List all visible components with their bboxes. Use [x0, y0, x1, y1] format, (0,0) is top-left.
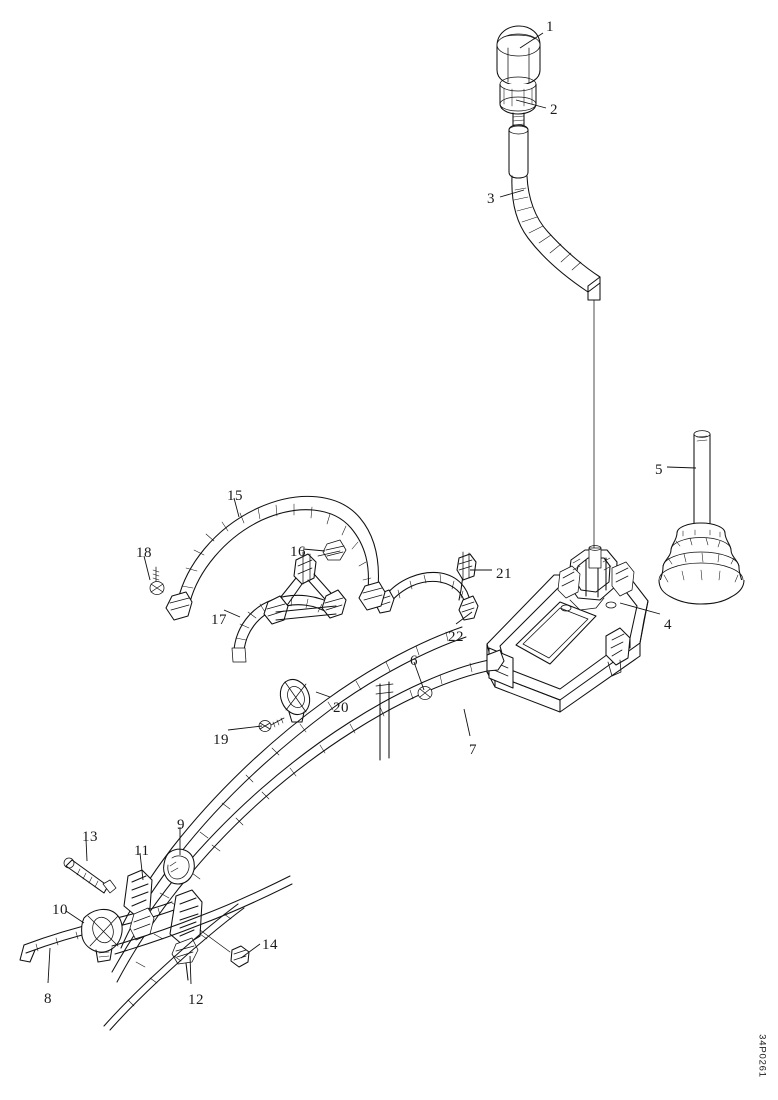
- leader-line-2: [515, 99, 547, 109]
- callout-number-8: 8: [44, 991, 52, 1007]
- leader-line-1: [519, 32, 544, 49]
- part-transmission-linkage-cluster: [19, 848, 293, 1031]
- leader-line-20: [315, 691, 331, 698]
- leader-line-8: [47, 947, 51, 984]
- callout-number-14: 14: [262, 937, 278, 953]
- leader-line-16: [302, 548, 326, 552]
- part-bolt-18-left: [149, 566, 165, 595]
- callout-number-1: 1: [546, 19, 554, 35]
- shift-mechanism-cluster: [557, 545, 635, 612]
- leader-line-5: [666, 466, 697, 469]
- callout-number-3: 3: [487, 191, 495, 207]
- leader-line-14: [240, 943, 261, 959]
- callout-number-15: 15: [227, 488, 243, 504]
- leader-line-6: [413, 661, 425, 691]
- part-grommet-20: [279, 678, 311, 723]
- leader-line-22: [455, 611, 473, 625]
- drawing-code: 34P0261: [756, 1026, 768, 1086]
- leader-line-15: [233, 497, 240, 518]
- callout-number-19: 19: [213, 732, 229, 748]
- callout-number-18: 18: [136, 545, 152, 561]
- callout-number-10: 10: [52, 902, 68, 918]
- leader-line-18: [143, 555, 151, 581]
- callout-number-20: 20: [333, 700, 349, 716]
- callout-number-16: 16: [290, 544, 306, 560]
- part-shift-boot: [658, 430, 745, 605]
- callout-number-11: 11: [134, 843, 150, 859]
- callout-number-13: 13: [82, 829, 98, 845]
- part-bolt-19: [258, 717, 285, 732]
- leader-line-4: [619, 602, 661, 615]
- callout-number-22: 22: [448, 629, 464, 645]
- callout-number-6: 6: [410, 653, 418, 669]
- leader-line-7: [463, 708, 471, 737]
- part-guide-tube-15: [165, 495, 386, 621]
- leader-line-3: [499, 189, 525, 198]
- leader-line-11: [139, 852, 144, 881]
- callout-number-5: 5: [655, 462, 663, 478]
- leader-line-10: [65, 910, 85, 924]
- callout-number-4: 4: [664, 617, 672, 633]
- callout-number-17: 17: [211, 612, 227, 628]
- callout-number-9: 9: [177, 817, 185, 833]
- callout-leader-lines: [47, 32, 697, 985]
- part-cable-clip-21: [456, 551, 477, 581]
- callout-number-2: 2: [550, 102, 558, 118]
- part-shift-base-bracket: [486, 545, 649, 713]
- leader-line-13: [85, 838, 88, 862]
- callout-number-12: 12: [188, 992, 204, 1008]
- leader-line-12: [189, 955, 192, 985]
- part-shift-knob: [496, 25, 541, 129]
- part-link-rod-16: [263, 539, 347, 625]
- part-bolt-18-right: [317, 550, 341, 557]
- leader-line-19: [227, 725, 263, 731]
- callout-number-21: 21: [496, 566, 512, 582]
- part-shift-lever: [508, 124, 601, 563]
- leader-line-17: [223, 609, 241, 618]
- drawing-code-text: 34P0261: [756, 1034, 768, 1078]
- callout-number-7: 7: [469, 742, 477, 758]
